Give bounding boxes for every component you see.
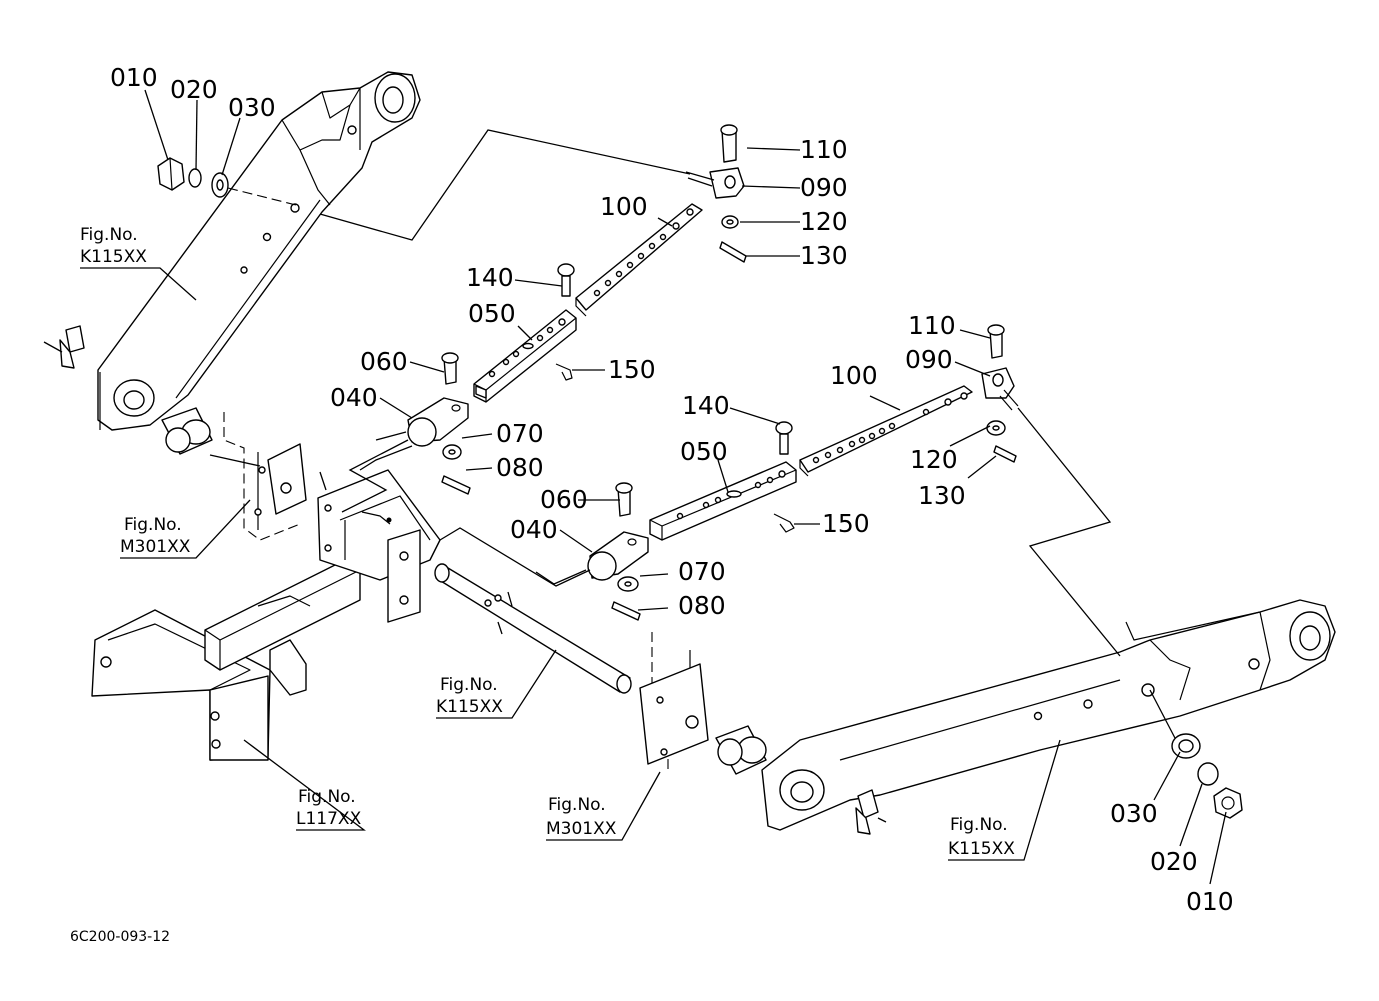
label-top-washer: 120 — [800, 207, 848, 236]
label-lower-pin-060: 060 — [540, 485, 588, 514]
label-lower-sleeve: 050 — [680, 437, 728, 466]
fig-ref-frame-line2: L117XX — [296, 809, 362, 829]
label-right-link-bar: 100 — [830, 361, 878, 390]
label-right-washer-030: 030 — [1110, 799, 1158, 828]
label-upper-spring-pin: 150 — [608, 355, 656, 384]
implement-frame — [91, 469, 441, 761]
center-shaft — [434, 563, 632, 694]
label-right-clevis: 090 — [905, 345, 953, 374]
label-right-pin: 110 — [908, 311, 956, 340]
label-lower-cotter-080: 080 — [678, 591, 726, 620]
label-upper-pin-060: 060 — [360, 347, 408, 376]
diagram-code: 6C200-093-12 — [70, 929, 170, 945]
fig-ref-right-arm-line2: K115XX — [948, 839, 1015, 859]
label-top-clevis: 090 — [800, 173, 848, 202]
label-upper-washer-070: 070 — [496, 419, 544, 448]
label-top-cotter: 130 — [800, 241, 848, 270]
right-fastener-stack — [1171, 733, 1243, 819]
label-lower-spring-pin: 150 — [822, 509, 870, 538]
label-left-washer: 030 — [228, 93, 276, 122]
label-left-lock-washer: 020 — [170, 75, 218, 104]
fig-ref-shaft-line2: K115XX — [436, 697, 503, 717]
label-left-nut: 010 — [110, 63, 158, 92]
fig-ref-shaft-line1: Fig.No. — [440, 675, 498, 695]
label-right-washer: 120 — [910, 445, 958, 474]
label-upper-yoke: 040 — [330, 383, 378, 412]
upper-link-assembly — [359, 124, 747, 495]
label-upper-sleeve: 050 — [468, 299, 516, 328]
fig-ref-left-arm-line1: Fig.No. — [80, 225, 138, 245]
label-upper-pin-140: 140 — [466, 263, 514, 292]
fig-ref-left-bracket-line1: Fig.No. — [124, 515, 182, 535]
label-right-lock-washer: 020 — [1150, 847, 1198, 876]
label-lower-pin-140: 140 — [682, 391, 730, 420]
left-bracket — [209, 412, 327, 541]
label-top-link-bar: 100 — [600, 192, 648, 221]
left-lift-arm — [43, 71, 421, 455]
label-right-cotter: 130 — [918, 481, 966, 510]
label-lower-washer-070: 070 — [678, 557, 726, 586]
fig-ref-right-arm-line1: Fig.No. — [950, 815, 1008, 835]
label-upper-cotter-080: 080 — [496, 453, 544, 482]
fig-ref-frame-line1: Fig.No. — [298, 787, 356, 807]
label-lower-yoke: 040 — [510, 515, 558, 544]
figure-references: Fig.No. K115XX Fig.No. M301XX Fig.No. K1… — [80, 225, 1015, 859]
fig-ref-left-bracket-line2: M301XX — [120, 537, 191, 557]
label-right-nut: 010 — [1186, 887, 1234, 916]
right-lift-arm — [761, 599, 1336, 835]
left-fastener-stack — [157, 157, 301, 207]
right-bracket — [639, 632, 767, 775]
fig-ref-right-bracket-line1: Fig.No. — [548, 795, 606, 815]
part-labels: 010 020 030 110 090 100 120 130 140 050 … — [110, 63, 1234, 916]
connection-lines — [80, 89, 1227, 885]
fig-ref-left-arm-line2: K115XX — [80, 247, 147, 267]
label-top-pin: 110 — [800, 135, 848, 164]
fig-ref-right-bracket-line2: M301XX — [546, 819, 617, 839]
